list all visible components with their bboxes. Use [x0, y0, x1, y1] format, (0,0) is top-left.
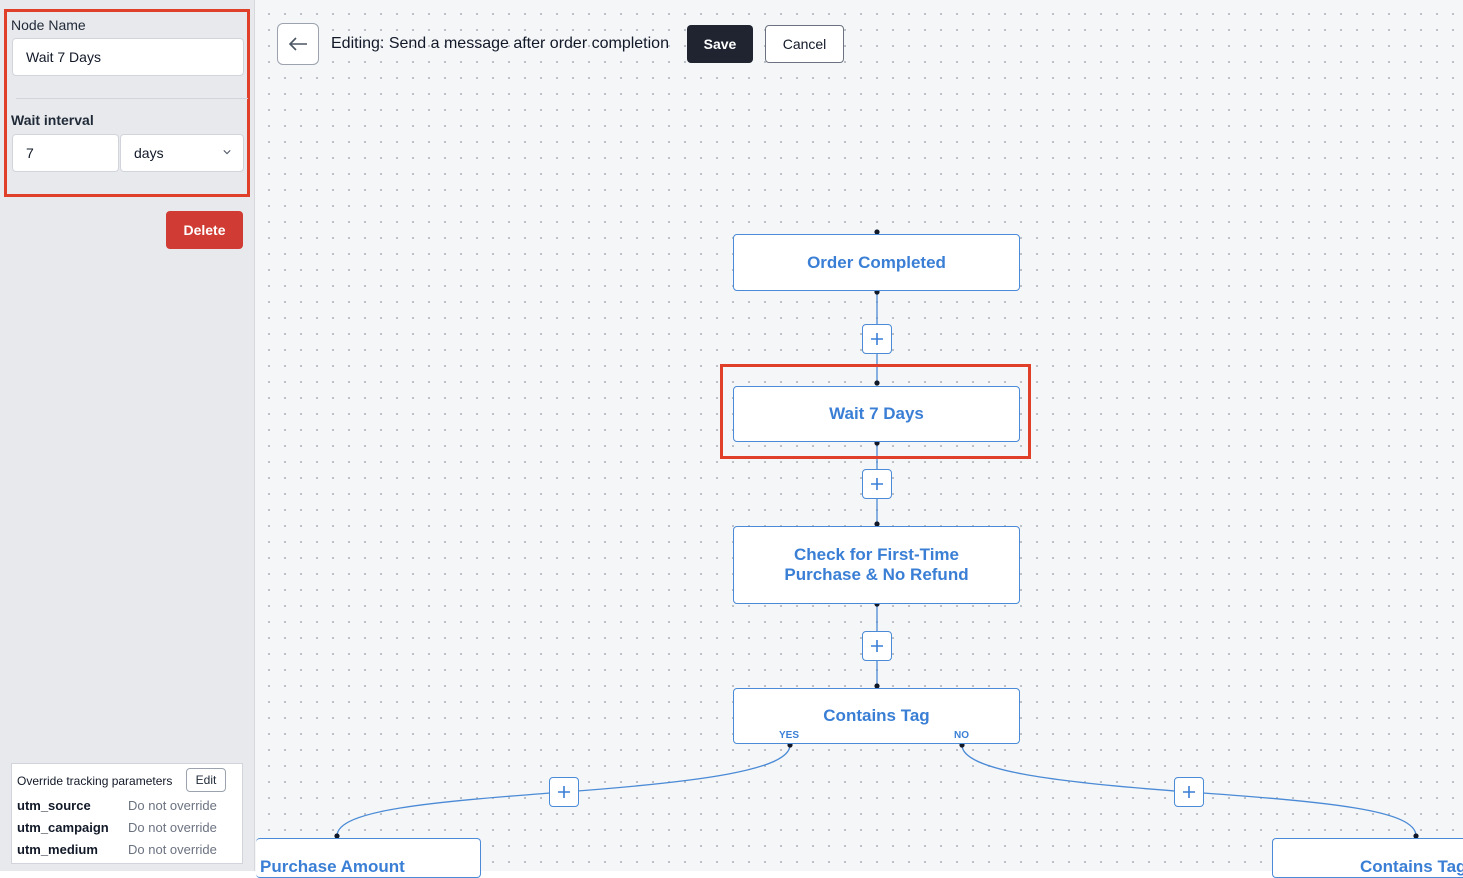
tracking-param-value: Do not override: [128, 820, 217, 835]
branch-no-label: NO: [954, 730, 969, 741]
save-button[interactable]: Save: [687, 25, 753, 63]
tracking-title: Override tracking parameters: [17, 774, 173, 788]
chevron-down-icon: [223, 150, 231, 155]
tracking-param-key: utm_campaign: [17, 820, 109, 835]
edit-tracking-button[interactable]: Edit: [186, 768, 226, 792]
editing-title: Editing: Send a message after order comp…: [331, 35, 669, 52]
tracking-param-value: Do not override: [128, 798, 217, 813]
selected-node-highlight: [720, 364, 1031, 459]
add-step-button[interactable]: [862, 631, 892, 661]
delete-button[interactable]: Delete: [166, 211, 243, 249]
node-name-label: Node Name: [11, 17, 86, 33]
branch-yes-label: YES: [779, 730, 800, 741]
node-label-line: Purchase & No Refund: [784, 565, 969, 584]
plus-icon: [871, 478, 883, 490]
arrow-left-icon: [288, 37, 307, 51]
wait-interval-label: Wait interval: [11, 112, 94, 128]
node-contains-tag-right[interactable]: Contains Tag: [1272, 838, 1463, 878]
plus-icon: [1183, 786, 1195, 798]
add-step-button[interactable]: [549, 777, 579, 807]
node-wait[interactable]: Wait 7 Days: [733, 386, 1020, 442]
node-contains-tag[interactable]: Contains Tag: [733, 688, 1020, 744]
tracking-param-value: Do not override: [128, 842, 217, 857]
node-label-line: Check for First-Time: [793, 545, 959, 564]
cancel-button[interactable]: Cancel: [765, 25, 844, 63]
add-step-button[interactable]: [862, 324, 892, 354]
tracking-param-key: utm_medium: [17, 842, 98, 857]
divider: [16, 98, 248, 99]
node-purchase-amount[interactable]: Purchase Amount: [256, 838, 481, 878]
node-check-first-time[interactable]: Check for First-Time Purchase & No Refun…: [733, 526, 1020, 604]
tracking-parameters-panel: Override tracking parameters Edit utm_so…: [11, 763, 243, 864]
plus-icon: [871, 333, 883, 345]
add-step-button[interactable]: [862, 469, 892, 499]
properties-sidebar: Node Name Wait 7 Days Wait interval 7 da…: [0, 0, 255, 871]
back-button[interactable]: [277, 23, 319, 65]
wait-unit-select[interactable]: days: [120, 134, 244, 172]
plus-icon: [871, 640, 883, 652]
node-properties-panel: Node Name Wait 7 Days Wait interval 7 da…: [4, 9, 250, 197]
node-name-input[interactable]: Wait 7 Days: [12, 38, 244, 76]
tracking-param-key: utm_source: [17, 798, 91, 813]
wait-amount-input[interactable]: 7: [12, 134, 119, 172]
node-order-completed[interactable]: Order Completed: [733, 234, 1020, 291]
add-step-button[interactable]: [1174, 777, 1204, 807]
plus-icon: [558, 786, 570, 798]
wait-unit-value: days: [134, 145, 164, 161]
